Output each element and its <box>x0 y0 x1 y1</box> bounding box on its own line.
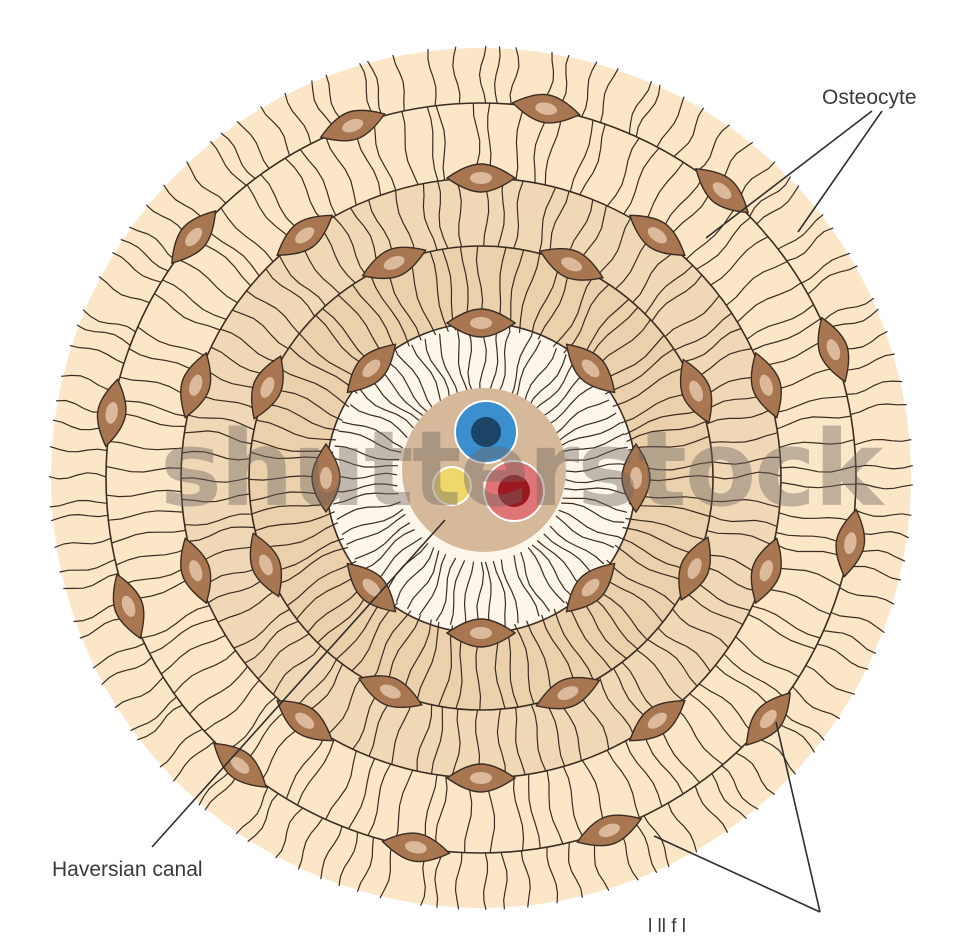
haversian-canal-label: Haversian canal <box>52 858 203 882</box>
artery <box>484 461 544 521</box>
vein <box>455 401 517 463</box>
cropped-bottom-label: l ll f l <box>648 916 686 938</box>
lamella-leader-2 <box>654 836 820 912</box>
osteocyte-leader-2 <box>798 111 882 232</box>
osteocyte-label: Osteocyte <box>822 86 917 110</box>
nerve <box>433 467 471 505</box>
